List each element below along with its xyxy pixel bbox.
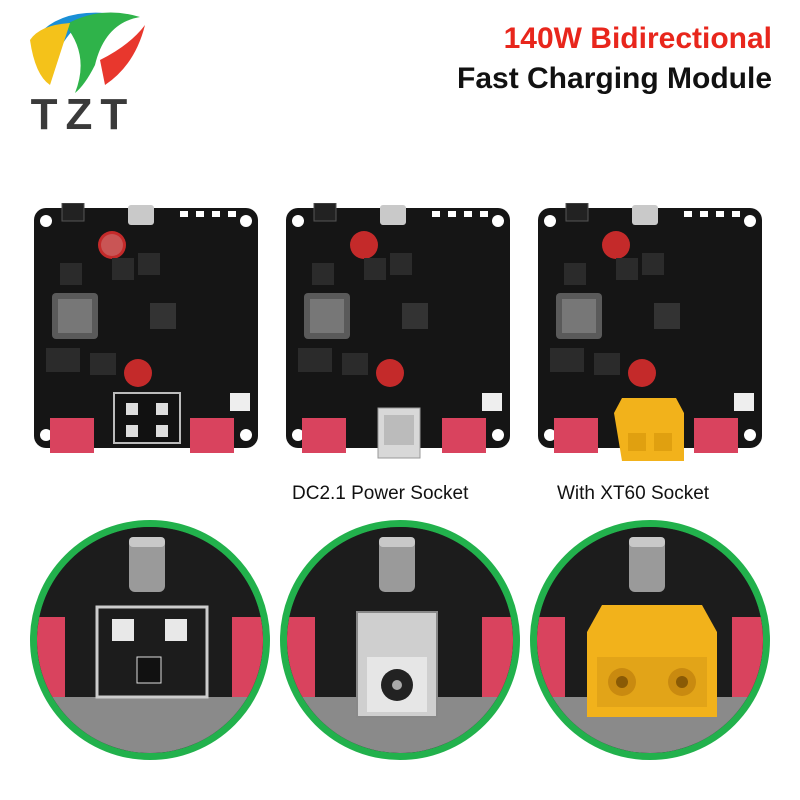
brand-logo xyxy=(10,5,160,145)
title-line-1: 140W Bidirectional xyxy=(503,22,772,55)
brand-name: TZT xyxy=(30,90,136,139)
caption-xt60-socket: With XT60 Socket xyxy=(557,483,710,504)
logo-mark-icon xyxy=(30,12,145,93)
detail-circle-pads xyxy=(30,520,270,760)
board-variant-2 xyxy=(282,202,514,463)
detail-circle-xt60 xyxy=(530,520,770,760)
board-variant-1 xyxy=(30,202,262,463)
detail-circle-dc-jack xyxy=(280,520,520,760)
caption-dc-socket: DC2.1 Power Socket xyxy=(292,483,469,504)
title-line-2: Fast Charging Module xyxy=(457,62,772,95)
board-variant-3 xyxy=(534,202,766,463)
